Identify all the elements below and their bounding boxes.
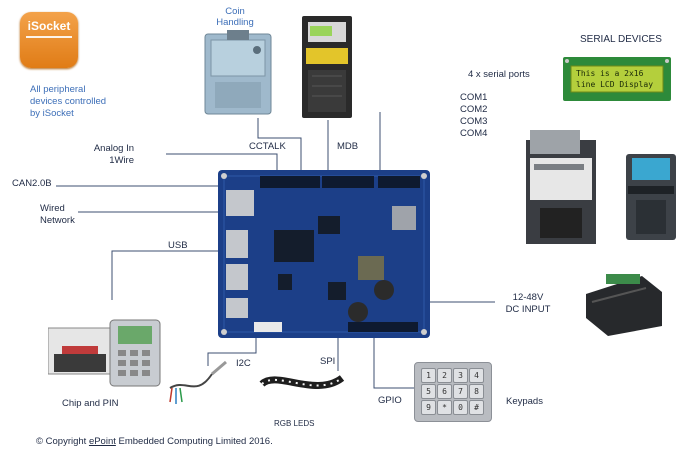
copyright-notice: © Copyright ePoint Embedded Computing Li… [36,436,273,447]
keypad-key: 6 [437,384,452,399]
keypad-key: # [469,400,484,415]
wired-network-line-2: Network [40,215,75,226]
rgb-leds-label: RGB LEDS [274,419,315,428]
power-line-1: 12-48V [512,292,544,303]
note-acceptor-image [626,154,676,240]
com1-label: COM1 [460,92,488,103]
keypad-key: 9 [421,400,436,415]
com2-label: COM2 [460,104,488,115]
keypad-key: 8 [469,384,484,399]
com4-label: COM4 [460,128,488,139]
serial-devices-title: SERIAL DEVICES [580,34,662,45]
lcd-line-2: line LCD Display [576,80,653,89]
line-gpio [373,336,414,389]
line-cctalk [257,118,302,170]
gpio-label: GPIO [378,395,402,406]
serial-ports-label: 4 x serial ports [468,69,530,80]
mdb-label: MDB [337,141,359,152]
onewire-label: 1Wire [109,155,134,166]
copyright-prefix: © Copyright [36,436,89,447]
keypad-key: 4 [469,368,484,383]
line-i2c [207,336,257,366]
isocket-caption-line-3: by iSocket [30,108,74,119]
wired-network-line-1: Wired [40,203,65,214]
usb-label: USB [168,240,188,251]
copyright-company-link[interactable]: ePoint [88,436,116,447]
keypad-key: 7 [453,384,468,399]
keypad-key: 1 [421,368,436,383]
chip-and-pin-label: Chip and PIN [62,398,119,409]
power-line-2: DC INPUT [505,304,551,315]
keypad-key: * [437,400,452,415]
card-reader-image [586,274,662,336]
isocket-board-image [218,170,430,338]
lcd-display-image: This is a 2x16 line LCD Display [563,57,671,101]
card-dispenser-image [526,130,596,244]
keypads-label: Keypads [506,396,543,407]
cctalk-label: CCTALK [249,141,286,152]
keypad-key: 5 [421,384,436,399]
isocket-caption-line-1: All peripheral [30,84,86,95]
spi-label: SPI [320,356,336,367]
chip-and-pin-image [48,319,161,387]
com3-label: COM3 [460,116,488,127]
logo-underline [26,36,72,38]
copyright-suffix: Embedded Computing Limited 2016. [115,436,273,447]
coin-handling-line-1: Coin [225,6,245,17]
isocket-caption-line-2: devices controlled [30,96,107,107]
lcd-line-1: This is a 2x16 [576,69,644,78]
keypad-key: 3 [453,368,468,383]
coin-acceptor-image [204,30,272,115]
isocket-logo: iSocket [20,12,78,68]
line-analog [166,153,278,172]
temperature-probe-image [169,360,227,404]
i2c-label: I2C [236,358,251,369]
analog-in-label: Analog In [93,143,134,154]
line-usb [111,250,222,300]
coin-changer-image [302,16,352,118]
coin-handling-line-2: Handling [216,17,254,28]
isocket-logo-text: iSocket [27,19,71,33]
keypad-key: 0 [453,400,468,415]
can-label: CAN2.0B [12,178,52,189]
keypad-key: 2 [437,368,452,383]
rgb-led-strip-image [259,375,345,389]
